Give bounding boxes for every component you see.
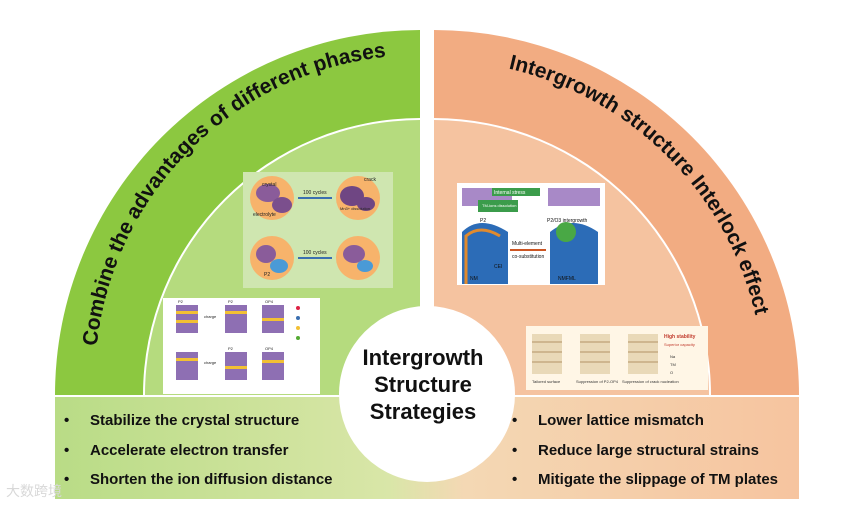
left-outer-band xyxy=(55,30,420,395)
fig-label-p2: P2 xyxy=(264,272,270,278)
bullet-dot-icon: • xyxy=(512,442,518,459)
fig-label-multi-element: Multi-element xyxy=(512,241,543,247)
fig-label-cei: CEI xyxy=(494,264,502,270)
bullet-dot-icon: • xyxy=(512,412,518,429)
fig-label-charge-a: charge xyxy=(204,314,217,319)
center-title: Intergrowth Structure Strategies xyxy=(348,344,498,425)
bullet-dot-icon: • xyxy=(64,442,70,459)
watermark: 大数跨境 xyxy=(6,484,62,500)
fig-label-p2-a: P2 xyxy=(178,299,184,304)
fig-label-electrolyte: electrolyte xyxy=(253,212,276,218)
fig-label-right-p2: P2 xyxy=(480,218,486,224)
fig-label-superior-capacity: Superior capacity xyxy=(664,342,695,347)
fig-legend-o: O xyxy=(670,370,673,375)
right-bullet-text: Mitigate the slippage of TM plates xyxy=(538,471,779,488)
right-bullet-list: • Lower lattice mismatch • Reduce large … xyxy=(512,412,802,492)
fig-label-charge-b: charge xyxy=(204,360,217,365)
fig-label-suppression-crack: Suppression of crack nucleation xyxy=(622,379,679,384)
right-bullet-text: Lower lattice mismatch xyxy=(538,412,704,429)
right-outer-band xyxy=(434,30,799,395)
fig-legend-na: Na xyxy=(670,354,676,359)
center-title-line-1: Intergrowth xyxy=(362,345,484,370)
fig-label-cycles-2: 100 cycles xyxy=(303,250,327,256)
left-bullet-text: Stabilize the crystal structure xyxy=(90,412,300,429)
center-circle xyxy=(339,306,515,482)
bullet-dot-icon: • xyxy=(64,412,70,429)
fig-label-crack: crack xyxy=(364,177,376,183)
bullet-dot-icon: • xyxy=(512,471,518,488)
left-bullet-list: • Stabilize the crystal structure • Acce… xyxy=(64,412,364,492)
fig-label-high-stability: High stability xyxy=(664,334,696,340)
center-title-line-2: Structure xyxy=(374,372,472,397)
right-figure-top: Internal stress TM-ions dissolution P2 P… xyxy=(457,183,605,285)
fig-label-dissolution: Mn3+ dissolution xyxy=(340,206,370,211)
center-title-line-3: Strategies xyxy=(369,399,477,424)
left-figure-top: crystal electrolyte 100 cycles crack Mn3… xyxy=(243,172,393,288)
fig-label-p2-b: P2 xyxy=(228,299,234,304)
left-bullet-text: Shorten the ion diffusion distance xyxy=(90,471,333,488)
right-bullet-text: Reduce large structural strains xyxy=(538,442,759,459)
fig-label-tailored-surface: Tailored surface xyxy=(532,379,561,384)
bullet-dot-icon: • xyxy=(64,471,70,488)
fig-label-co-substitution: co-substitution xyxy=(512,254,544,260)
left-bullet-text: Accelerate electron transfer xyxy=(90,442,289,459)
fig-label-tm-dissolution: TM-ions dissolution xyxy=(482,203,516,208)
fig-label-p2-c: P2 xyxy=(228,346,234,351)
fig-label-op4-a: OP4 xyxy=(265,299,274,304)
fig-label-suppression-p2-op4: Suppression of P2-OP4 xyxy=(576,379,619,384)
fig-label-nmfml: NMFML xyxy=(558,276,576,282)
right-figure-bottom: High stability Superior capacity Tailore… xyxy=(526,326,708,390)
fig-legend-tm: TM xyxy=(670,362,676,367)
left-figure-bottom: P2 charge P2 OP4 charge P2 OP4 xyxy=(163,298,320,394)
fig-label-cycles-1: 100 cycles xyxy=(303,190,327,196)
fig-label-nm: NM xyxy=(470,276,478,282)
fig-label-op4-b: OP4 xyxy=(265,346,274,351)
fig-label-intergrowth: P2/O3 intergrowth xyxy=(547,218,588,224)
fig-label-internal-stress: Internal stress xyxy=(494,190,526,196)
fig-label-crystal: crystal xyxy=(262,182,276,188)
